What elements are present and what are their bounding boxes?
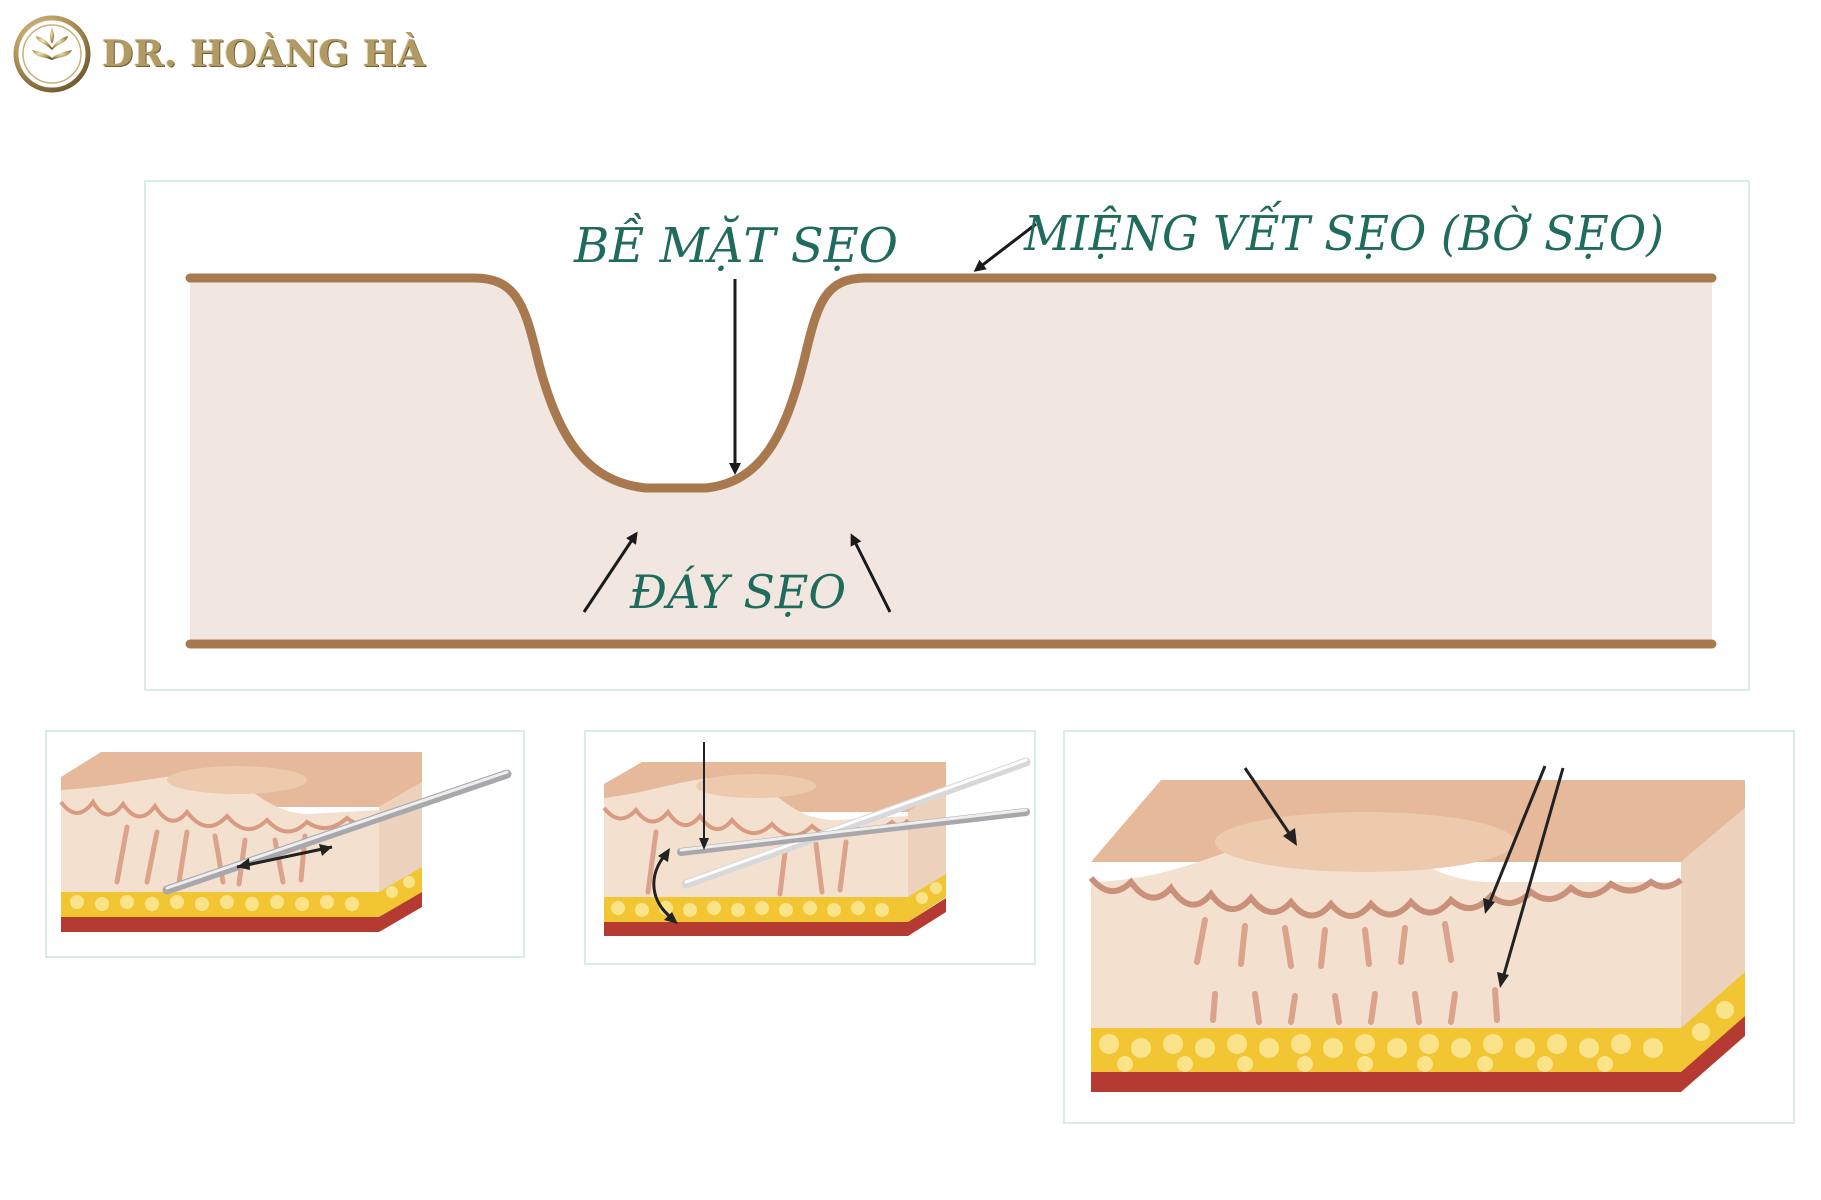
label-scar-base: ĐÁY SẸO [629,564,846,619]
label-scar-edge: MIỆNG VẾT SẸO (BỜ SẸO) [1023,200,1664,262]
subcision-illustration-1 [45,730,525,958]
brand-logo: DR. HOÀNG HÀ [12,14,426,94]
subcision-illustration-2 [584,730,1036,965]
skin-layer [190,278,1712,644]
scar-tissue-result-illustration [1063,730,1795,1124]
base-arrow-left [582,531,638,613]
edge-arrow [973,222,1037,272]
base-arrow-right [850,533,892,613]
tree-of-life-emblem-icon [13,15,91,93]
brand-name: DR. HOÀNG HÀ [102,33,426,75]
scar-surface-line [185,273,1717,493]
scar-cross-section-diagram: BỀ MẶT SẸO MIỆNG VẾT SẸO (BỜ SẸO) ĐÁY SẸ… [144,180,1750,691]
label-scar-surface: BỀ MẶT SẸO [573,211,898,274]
